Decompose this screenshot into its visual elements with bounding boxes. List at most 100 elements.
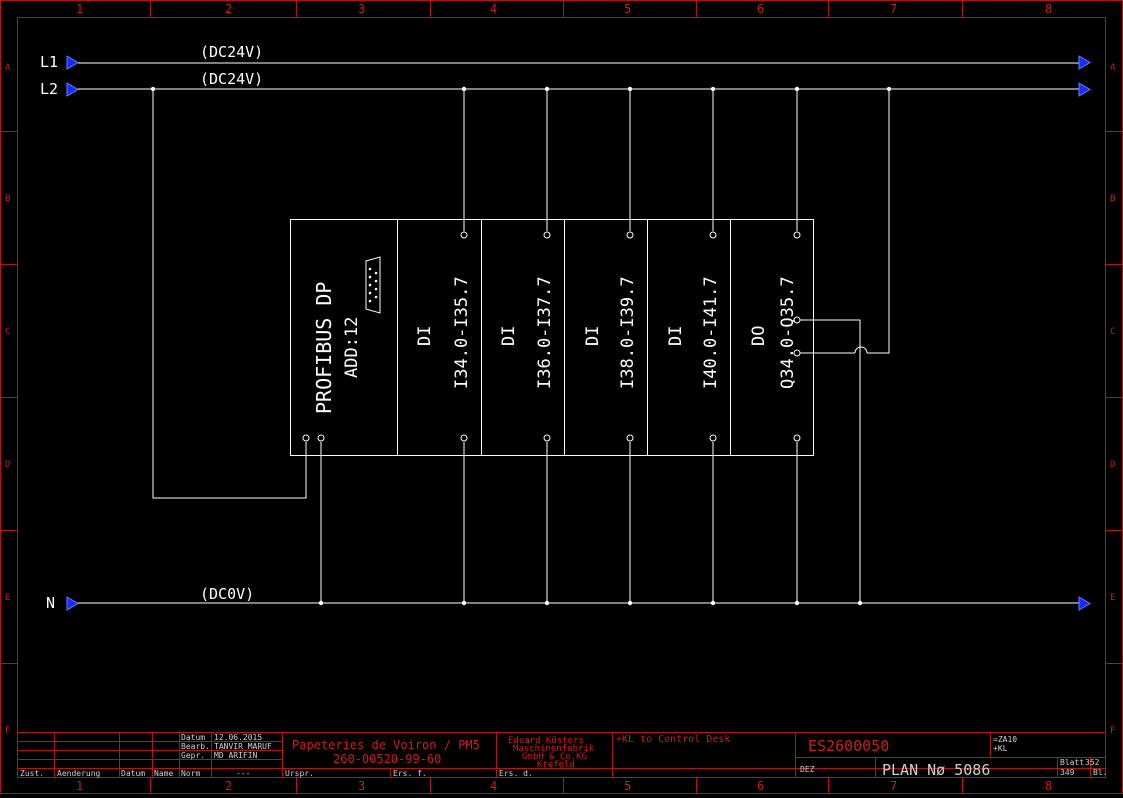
norm-value: --- bbox=[236, 769, 250, 778]
ers-d-label: Ers. d. bbox=[499, 769, 533, 778]
rail-l1-voltage: (DC24V) bbox=[200, 43, 263, 61]
aenderung-label: Aenderung bbox=[57, 769, 101, 778]
module-range: I36.0-I37.7 bbox=[535, 276, 555, 389]
wiring bbox=[152, 89, 890, 603]
col-label: 5 bbox=[624, 779, 631, 793]
row-label: C bbox=[5, 327, 10, 337]
module-di-3: DI I38.0-I39.7 bbox=[583, 276, 638, 389]
module-profibus: PROFIBUS DP ADD:12 bbox=[312, 282, 362, 414]
rail-arrow-icon bbox=[66, 596, 79, 611]
row-label: A bbox=[5, 63, 11, 73]
rail-arrow-icon bbox=[1078, 596, 1091, 611]
datum-label: Datum bbox=[181, 733, 205, 742]
rail-l2-voltage: (DC24V) bbox=[200, 70, 263, 88]
plan-number: PLAN Nø 5086 bbox=[882, 761, 990, 779]
zust-label: Zust. bbox=[20, 769, 44, 778]
row-label: A bbox=[1110, 63, 1116, 73]
col-label: 7 bbox=[890, 2, 897, 16]
io-rack bbox=[290, 219, 814, 456]
rail-arrow-icon bbox=[66, 55, 79, 70]
col-label: 6 bbox=[757, 2, 764, 16]
gepr-value: MD ARIFIN bbox=[214, 751, 258, 760]
col-label: 7 bbox=[890, 779, 897, 793]
rail-l2-name: L2 bbox=[40, 80, 58, 98]
title-block: Datum 12.06.2015 Bearb. TANVIR MARUF Gep… bbox=[17, 732, 1107, 779]
col-label: 4 bbox=[490, 779, 497, 793]
module-range: I34.0-I35.7 bbox=[452, 276, 472, 389]
datum-value: 12.06.2015 bbox=[214, 733, 262, 742]
col-label: 8 bbox=[1045, 2, 1052, 16]
rail-n-name: N bbox=[46, 594, 55, 612]
module-type: DO bbox=[749, 326, 769, 346]
module-type: DI bbox=[499, 326, 519, 346]
profibus-title: PROFIBUS DP bbox=[312, 282, 336, 414]
project-line1: Papeteries de Voiron / PM5 bbox=[292, 738, 480, 752]
row-label: B bbox=[5, 194, 10, 204]
bl-label: Bl. bbox=[1093, 768, 1107, 777]
row-labels-left: A B C D E F bbox=[5, 63, 11, 736]
module-di-1: DI I34.0-I35.7 bbox=[415, 276, 472, 389]
row-label: F bbox=[1110, 726, 1115, 736]
bearb-label: Bearb. bbox=[181, 742, 210, 751]
module-range: Q34.0-Q35.7 bbox=[778, 276, 798, 389]
blatt-value: 352 bbox=[1085, 758, 1100, 767]
col-label: 1 bbox=[76, 2, 83, 16]
rail-arrow-icon bbox=[66, 82, 79, 97]
drawing-number: ES2600050 bbox=[808, 737, 889, 755]
ref-equipment: =ZA10 bbox=[993, 735, 1017, 744]
name-label: Name bbox=[154, 769, 173, 778]
gepr-label: Gepr. bbox=[181, 751, 205, 760]
module-do-1: DO Q34.0-Q35.7 bbox=[749, 276, 798, 389]
col-label: 3 bbox=[358, 2, 365, 16]
urspr-label: Urspr. bbox=[285, 769, 314, 778]
ers-f-label: Ers. f. bbox=[393, 769, 427, 778]
row-label: C bbox=[1110, 327, 1115, 337]
column-labels-bottom: 1 2 3 4 5 6 7 8 bbox=[76, 779, 1052, 793]
description: +KL to Control Desk bbox=[616, 734, 730, 745]
module-di-2: DI I36.0-I37.7 bbox=[499, 276, 555, 389]
datum2-label: Datum bbox=[121, 769, 145, 778]
company-line1: Eduard Küsters bbox=[508, 736, 584, 746]
rail-n: N (DC0V) bbox=[46, 585, 1091, 612]
project-line2: 260-00520-99-60 bbox=[333, 752, 441, 766]
rail-l1: L1 (DC24V) bbox=[40, 43, 1091, 71]
module-di-4: DI I40.0-I41.7 bbox=[666, 276, 721, 389]
company-line2: Maschinenfabrik bbox=[513, 744, 595, 754]
plan-label: DEZ bbox=[800, 765, 815, 774]
rail-l1-name: L1 bbox=[40, 53, 58, 71]
rail-arrow-icon bbox=[1078, 82, 1091, 97]
row-label: E bbox=[1110, 593, 1115, 603]
module-type: DI bbox=[415, 326, 435, 346]
rail-l2: L2 (DC24V) bbox=[40, 70, 1091, 98]
row-label: E bbox=[5, 593, 10, 603]
junction-dots bbox=[150, 86, 892, 606]
company-line3: GmbH & Co.KG bbox=[522, 752, 587, 762]
norm-label: Norm bbox=[181, 769, 200, 778]
col-label: 6 bbox=[757, 779, 764, 793]
row-label: D bbox=[5, 460, 10, 470]
col-label: 1 bbox=[76, 779, 83, 793]
row-labels-right: A B C D E F bbox=[1110, 63, 1116, 736]
module-range: I38.0-I39.7 bbox=[618, 276, 638, 389]
row-label: F bbox=[5, 726, 10, 736]
bearb-value: TANVIR MARUF bbox=[214, 742, 272, 751]
col-label: 2 bbox=[225, 2, 232, 16]
profibus-address: ADD:12 bbox=[342, 317, 362, 378]
terminals bbox=[302, 231, 801, 442]
row-label: D bbox=[1110, 460, 1115, 470]
rail-arrow-icon bbox=[1078, 55, 1091, 70]
col-label: 4 bbox=[490, 2, 497, 16]
module-type: DI bbox=[666, 326, 686, 346]
db9-connector-icon bbox=[365, 256, 381, 314]
column-labels-top: 1 2 3 4 5 6 7 8 bbox=[76, 2, 1052, 16]
sheets-value: 349 bbox=[1060, 768, 1075, 777]
blatt-label: Blatt bbox=[1060, 758, 1084, 767]
rail-n-voltage: (DC0V) bbox=[200, 585, 254, 603]
col-label: 3 bbox=[358, 779, 365, 793]
module-range: I40.0-I41.7 bbox=[701, 276, 721, 389]
company-line4: Krefeld bbox=[537, 760, 575, 770]
ref-location: +KL bbox=[993, 744, 1008, 753]
